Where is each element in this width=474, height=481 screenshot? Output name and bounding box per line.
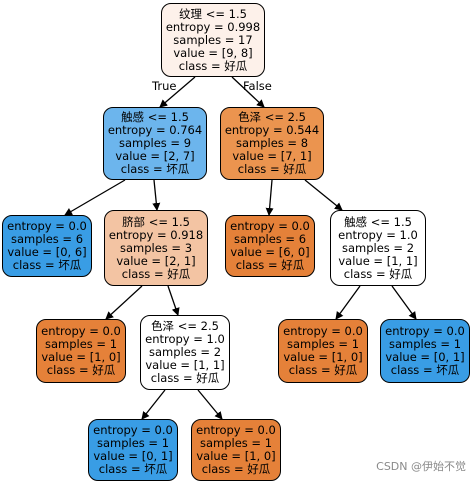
node-entropy: entropy = 0.0 [196,423,276,437]
node-split-label: 色泽 <= 2.5 [151,319,219,333]
tree-node-navel-split: 脐部 <= 1.5 entropy = 0.918 samples = 3 va… [104,210,208,286]
node-class: class = 坏瓜 [98,462,168,476]
node-entropy: entropy = 0.764 [107,123,203,137]
node-samples: samples = 2 [341,240,415,255]
node-value: value = [9, 8] [173,45,253,60]
node-entropy: entropy = 1.0 [145,332,225,346]
node-class: class = 好瓜 [46,363,116,377]
node-split-label: 触感 <= 1.5 [121,110,189,124]
edge-root-n2 [231,76,265,108]
node-value: value = [0, 6] [7,245,87,259]
node-class: class = 坏瓜 [390,363,460,377]
edge-label-true: True [152,79,177,93]
node-split-label: 纹理 <= 1.5 [179,6,247,21]
edge-n8-n12 [197,389,223,420]
node-entropy: entropy = 0.0 [230,219,310,233]
csdn-watermark: CSDN @伊始不觉 [376,460,466,473]
edge-n6-n10 [391,285,417,320]
node-class: class = 好瓜 [343,266,413,281]
node-value: value = [2, 1] [116,253,196,268]
node-class: class = 好瓜 [288,363,358,377]
node-samples: samples = 6 [233,232,307,246]
node-samples: samples = 3 [119,240,193,255]
tree-leaf-good-1c: entropy = 0.0 samples = 1 value = [1, 0]… [191,419,281,481]
node-entropy: entropy = 0.918 [108,227,204,242]
node-value: value = [1, 1] [145,358,225,372]
node-split-label: 色泽 <= 2.5 [238,110,306,124]
node-samples: samples = 1 [286,337,360,351]
edge-root-n1 [159,76,196,108]
tree-leaf-good-1b: entropy = 0.0 samples = 1 value = [1, 0]… [278,319,368,383]
node-entropy: entropy = 0.0 [283,324,363,338]
node-class: class = 好瓜 [121,266,191,281]
node-samples: samples = 1 [96,436,170,450]
edge-n4-n7 [105,285,143,320]
edge-n1-n3 [64,179,126,216]
node-value: value = [6, 0] [230,245,310,259]
tree-leaf-bad-6: entropy = 0.0 samples = 6 value = [0, 6]… [2,215,92,277]
node-entropy: entropy = 0.0 [93,423,173,437]
tree-node-touch-split: 触感 <= 1.5 entropy = 0.764 samples = 9 va… [103,107,207,180]
node-entropy: entropy = 1.0 [338,227,418,242]
tree-node-color-split: 色泽 <= 2.5 entropy = 0.544 samples = 8 va… [220,107,324,180]
node-entropy: entropy = 0.0 [41,324,121,338]
edge-n8-n11 [141,389,166,420]
node-split-label: 触感 <= 1.5 [344,214,412,229]
node-class: class = 好瓜 [150,371,220,385]
node-entropy: entropy = 0.544 [224,123,320,137]
node-samples: samples = 8 [235,136,309,150]
node-samples: samples = 1 [388,337,462,351]
node-samples: samples = 2 [148,345,222,359]
node-samples: samples = 9 [118,136,192,150]
node-value: value = [7, 1] [232,149,312,163]
tree-leaf-bad-1b: entropy = 0.0 samples = 1 value = [0, 1]… [88,419,178,481]
tree-node-touch-split-2: 触感 <= 1.5 entropy = 1.0 samples = 2 valu… [330,210,426,286]
edge-n4-n8 [167,285,180,316]
node-value: value = [1, 0] [41,350,121,364]
node-entropy: entropy = 0.998 [165,19,261,34]
edge-label-false: False [243,79,272,93]
node-split-label: 脐部 <= 1.5 [122,214,190,229]
node-samples: samples = 1 [44,337,118,351]
node-class: class = 坏瓜 [120,162,190,176]
node-value: value = [1, 0] [283,350,363,364]
node-class: class = 好瓜 [237,162,307,176]
edge-n1-n4 [152,179,161,211]
tree-leaf-good-1: entropy = 0.0 samples = 1 value = [1, 0]… [36,319,126,383]
node-value: value = [0, 1] [93,449,173,463]
node-class: class = 好瓜 [235,258,305,272]
node-samples: samples = 17 [173,32,253,47]
node-value: value = [2, 7] [115,149,195,163]
node-samples: samples = 1 [199,436,273,450]
tree-node-color-split-2: 色泽 <= 2.5 entropy = 1.0 samples = 2 valu… [140,315,230,390]
node-samples: samples = 6 [10,232,84,246]
node-class: class = 好瓜 [201,462,271,476]
tree-leaf-bad-1: entropy = 0.0 samples = 1 value = [0, 1]… [380,319,470,383]
node-class: class = 坏瓜 [12,258,82,272]
node-value: value = [1, 0] [196,449,276,463]
tree-node-root: 纹理 <= 1.5 entropy = 0.998 samples = 17 v… [161,3,265,77]
node-class: class = 好瓜 [178,58,248,73]
node-entropy: entropy = 0.0 [385,324,465,338]
edge-n2-n6 [304,179,343,211]
edge-n6-n9 [335,285,361,320]
node-entropy: entropy = 0.0 [7,219,87,233]
tree-leaf-good-6: entropy = 0.0 samples = 6 value = [6, 0]… [225,215,315,277]
node-value: value = [0, 1] [385,350,465,364]
node-value: value = [1, 1] [338,253,418,268]
edge-n2-n5 [265,179,274,216]
